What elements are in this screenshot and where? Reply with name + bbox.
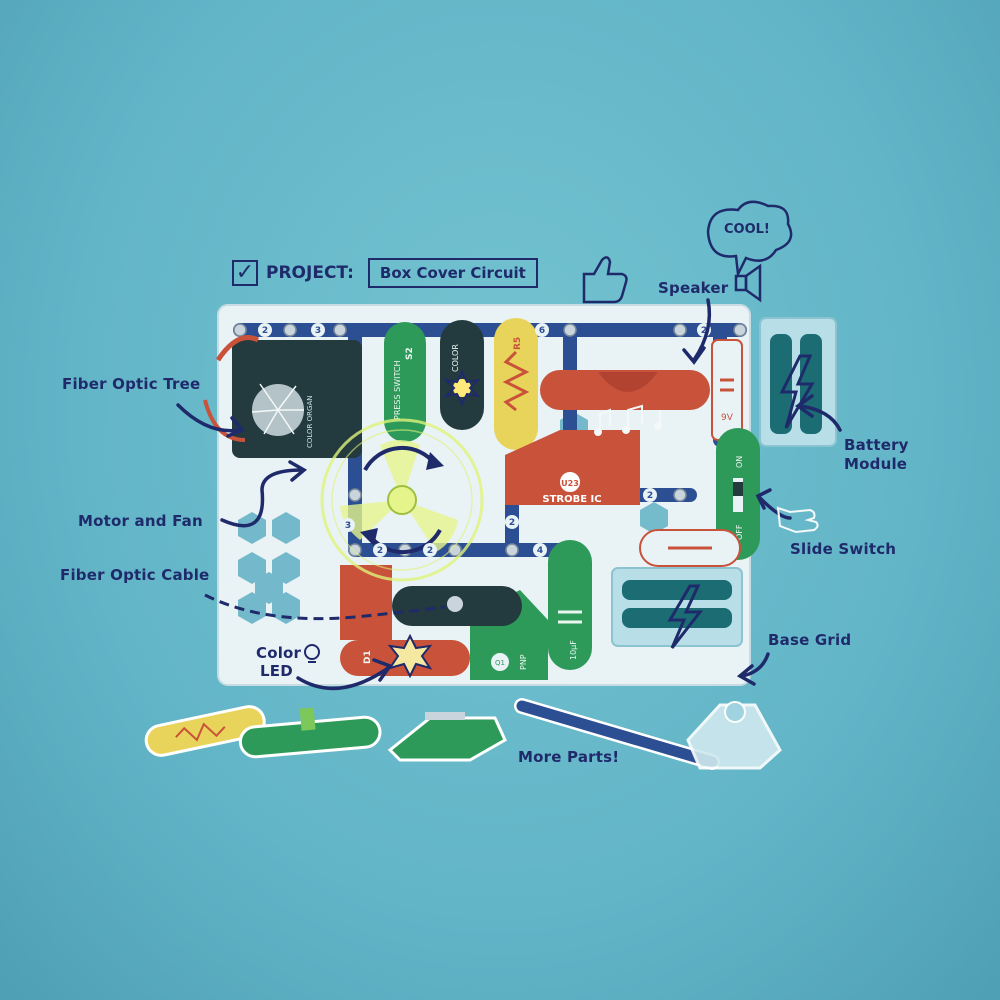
burst-icon xyxy=(387,633,433,679)
wire-number: 3 xyxy=(345,521,351,531)
color-organ-text: COLOR ORGAN xyxy=(306,396,314,448)
wire-number: 2 xyxy=(262,326,268,336)
color-text: COLOR xyxy=(451,344,460,372)
wire-number: 4 xyxy=(537,546,543,556)
wire-number: 3 xyxy=(315,326,321,336)
strobe-id: U23 xyxy=(561,479,579,488)
resistor-r5: R5 xyxy=(494,318,538,450)
nine-volt-clip: 9V xyxy=(711,339,743,441)
label-speaker: Speaker xyxy=(658,279,729,297)
ten-uf-label: 10μF xyxy=(569,640,578,660)
off-label: OFF xyxy=(735,524,744,540)
checkbox-icon: ✓ xyxy=(232,260,258,286)
strobe-ic: U23 STROBE IC xyxy=(505,430,640,505)
label-more-parts: More Parts! xyxy=(518,748,620,766)
motor-fan xyxy=(320,418,484,582)
loose-slide-part xyxy=(387,712,507,762)
label-color: Color xyxy=(256,644,302,662)
wire-number: 2 xyxy=(427,546,433,556)
press-switch: PRESS SWITCH S2 xyxy=(384,322,426,442)
loose-green-part xyxy=(238,707,382,759)
loose-yellow-part xyxy=(144,705,266,757)
project-header: ✓ PROJECT: Box Cover Circuit xyxy=(232,258,538,288)
label-fiber-optic-tree: Fiber Optic Tree xyxy=(62,375,201,393)
fiber-optic-base xyxy=(215,335,260,362)
battery-pack xyxy=(611,567,743,649)
label-battery: Battery xyxy=(844,436,909,454)
label-slide-switch: Slide Switch xyxy=(790,540,897,558)
wire-number: 2 xyxy=(701,326,707,336)
battery-snap xyxy=(639,529,741,567)
label-fiber-optic-cable: Fiber Optic Cable xyxy=(60,566,210,584)
rotate-arrow-icon xyxy=(363,445,437,471)
red-diode-parts: D1 xyxy=(340,565,470,679)
annotation-arrows xyxy=(176,298,842,691)
s2-label: S2 xyxy=(405,347,415,360)
pointing-hand-icon xyxy=(776,506,819,534)
thumbs-up-icon xyxy=(582,256,628,304)
pnp-label: PNP xyxy=(519,654,528,670)
nine-volt-text: 9V xyxy=(721,413,734,423)
project-title: Box Cover Circuit xyxy=(367,258,538,288)
speaker-icon xyxy=(734,263,762,303)
press-switch-text: PRESS SWITCH xyxy=(393,360,402,420)
r5-label: R5 xyxy=(513,337,523,350)
lightning-icon xyxy=(667,584,704,649)
battery-module xyxy=(759,317,837,447)
music-notes-icon xyxy=(594,404,662,436)
color-led-module: COLOR xyxy=(440,320,484,430)
q1-label: Q1 xyxy=(495,659,505,667)
loose-clear-part xyxy=(686,701,782,770)
label-led: LED xyxy=(260,662,293,680)
on-label: ON xyxy=(735,456,744,468)
wire-number: 2 xyxy=(509,518,515,528)
strobe-text: STROBE IC xyxy=(542,494,601,505)
cool-text: COOL! xyxy=(724,222,770,237)
color-organ-module: COLOR ORGAN xyxy=(232,340,362,458)
wire-number: 2 xyxy=(377,546,383,556)
fiber-optic-cable-line xyxy=(204,593,446,621)
loose-blue-wire xyxy=(514,698,720,770)
speech-bubble xyxy=(706,200,793,279)
label-module: Module xyxy=(844,455,908,473)
speaker-part xyxy=(540,370,710,410)
label-motor-and-fan: Motor and Fan xyxy=(78,512,203,530)
d1-label: D1 xyxy=(363,650,373,664)
wire-number: 2 xyxy=(647,491,653,501)
burst-icon xyxy=(443,369,481,407)
slide-switch-part: ON OFF xyxy=(716,428,760,560)
capacitor-10uf: 10μF xyxy=(548,540,592,670)
wire-number: 6 xyxy=(539,326,545,336)
light-bulb-icon xyxy=(304,644,320,663)
phototransistor xyxy=(392,586,522,626)
project-prefix: PROJECT: xyxy=(266,263,354,283)
label-base-grid: Base Grid xyxy=(768,631,852,649)
